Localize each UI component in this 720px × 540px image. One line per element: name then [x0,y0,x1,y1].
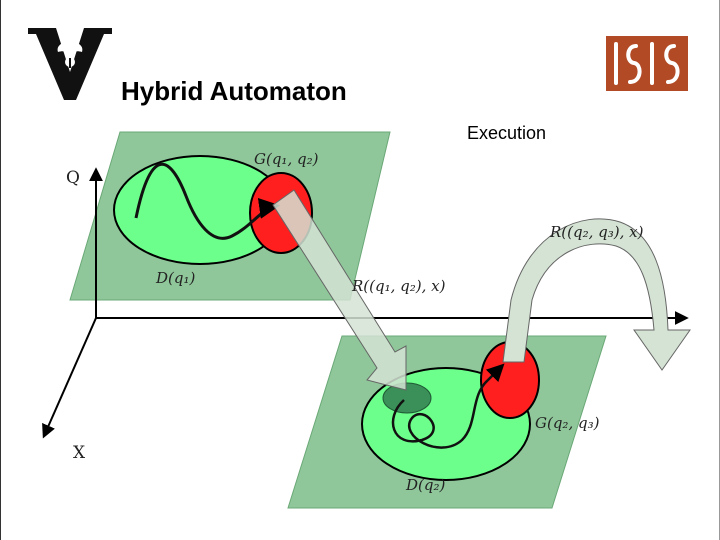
slide-title: Hybrid Automaton [121,76,347,106]
slide-subtitle: Execution [467,123,547,143]
guard-q1-q2-label: G(q₁, q₂) [254,150,319,168]
isis-logo-icon [606,36,688,91]
trajectory-q2 [391,363,505,449]
x-axis [42,317,97,439]
reset-arrow-q2-q3 [502,218,691,371]
slide-left-border [0,0,1,540]
reset-q2-q3-label: R((q₂, q₃), x) [549,223,644,241]
domain-q2-label: D(q₂) [405,476,445,494]
reset-q1-q2-label: R((q₁, q₂), x) [351,277,446,295]
vanderbilt-logo-icon [28,28,112,100]
reset-arrow-q1-q2 [272,189,407,391]
trajectory-q1 [134,162,281,240]
guard-q2-q3-label: G(q₂, q₃) [535,414,600,432]
x-axis-label: X [73,443,86,463]
q-axis-label: Q [66,168,80,188]
reset-landing-region [382,382,432,414]
domain-q1-label: D(q₁) [155,269,195,287]
